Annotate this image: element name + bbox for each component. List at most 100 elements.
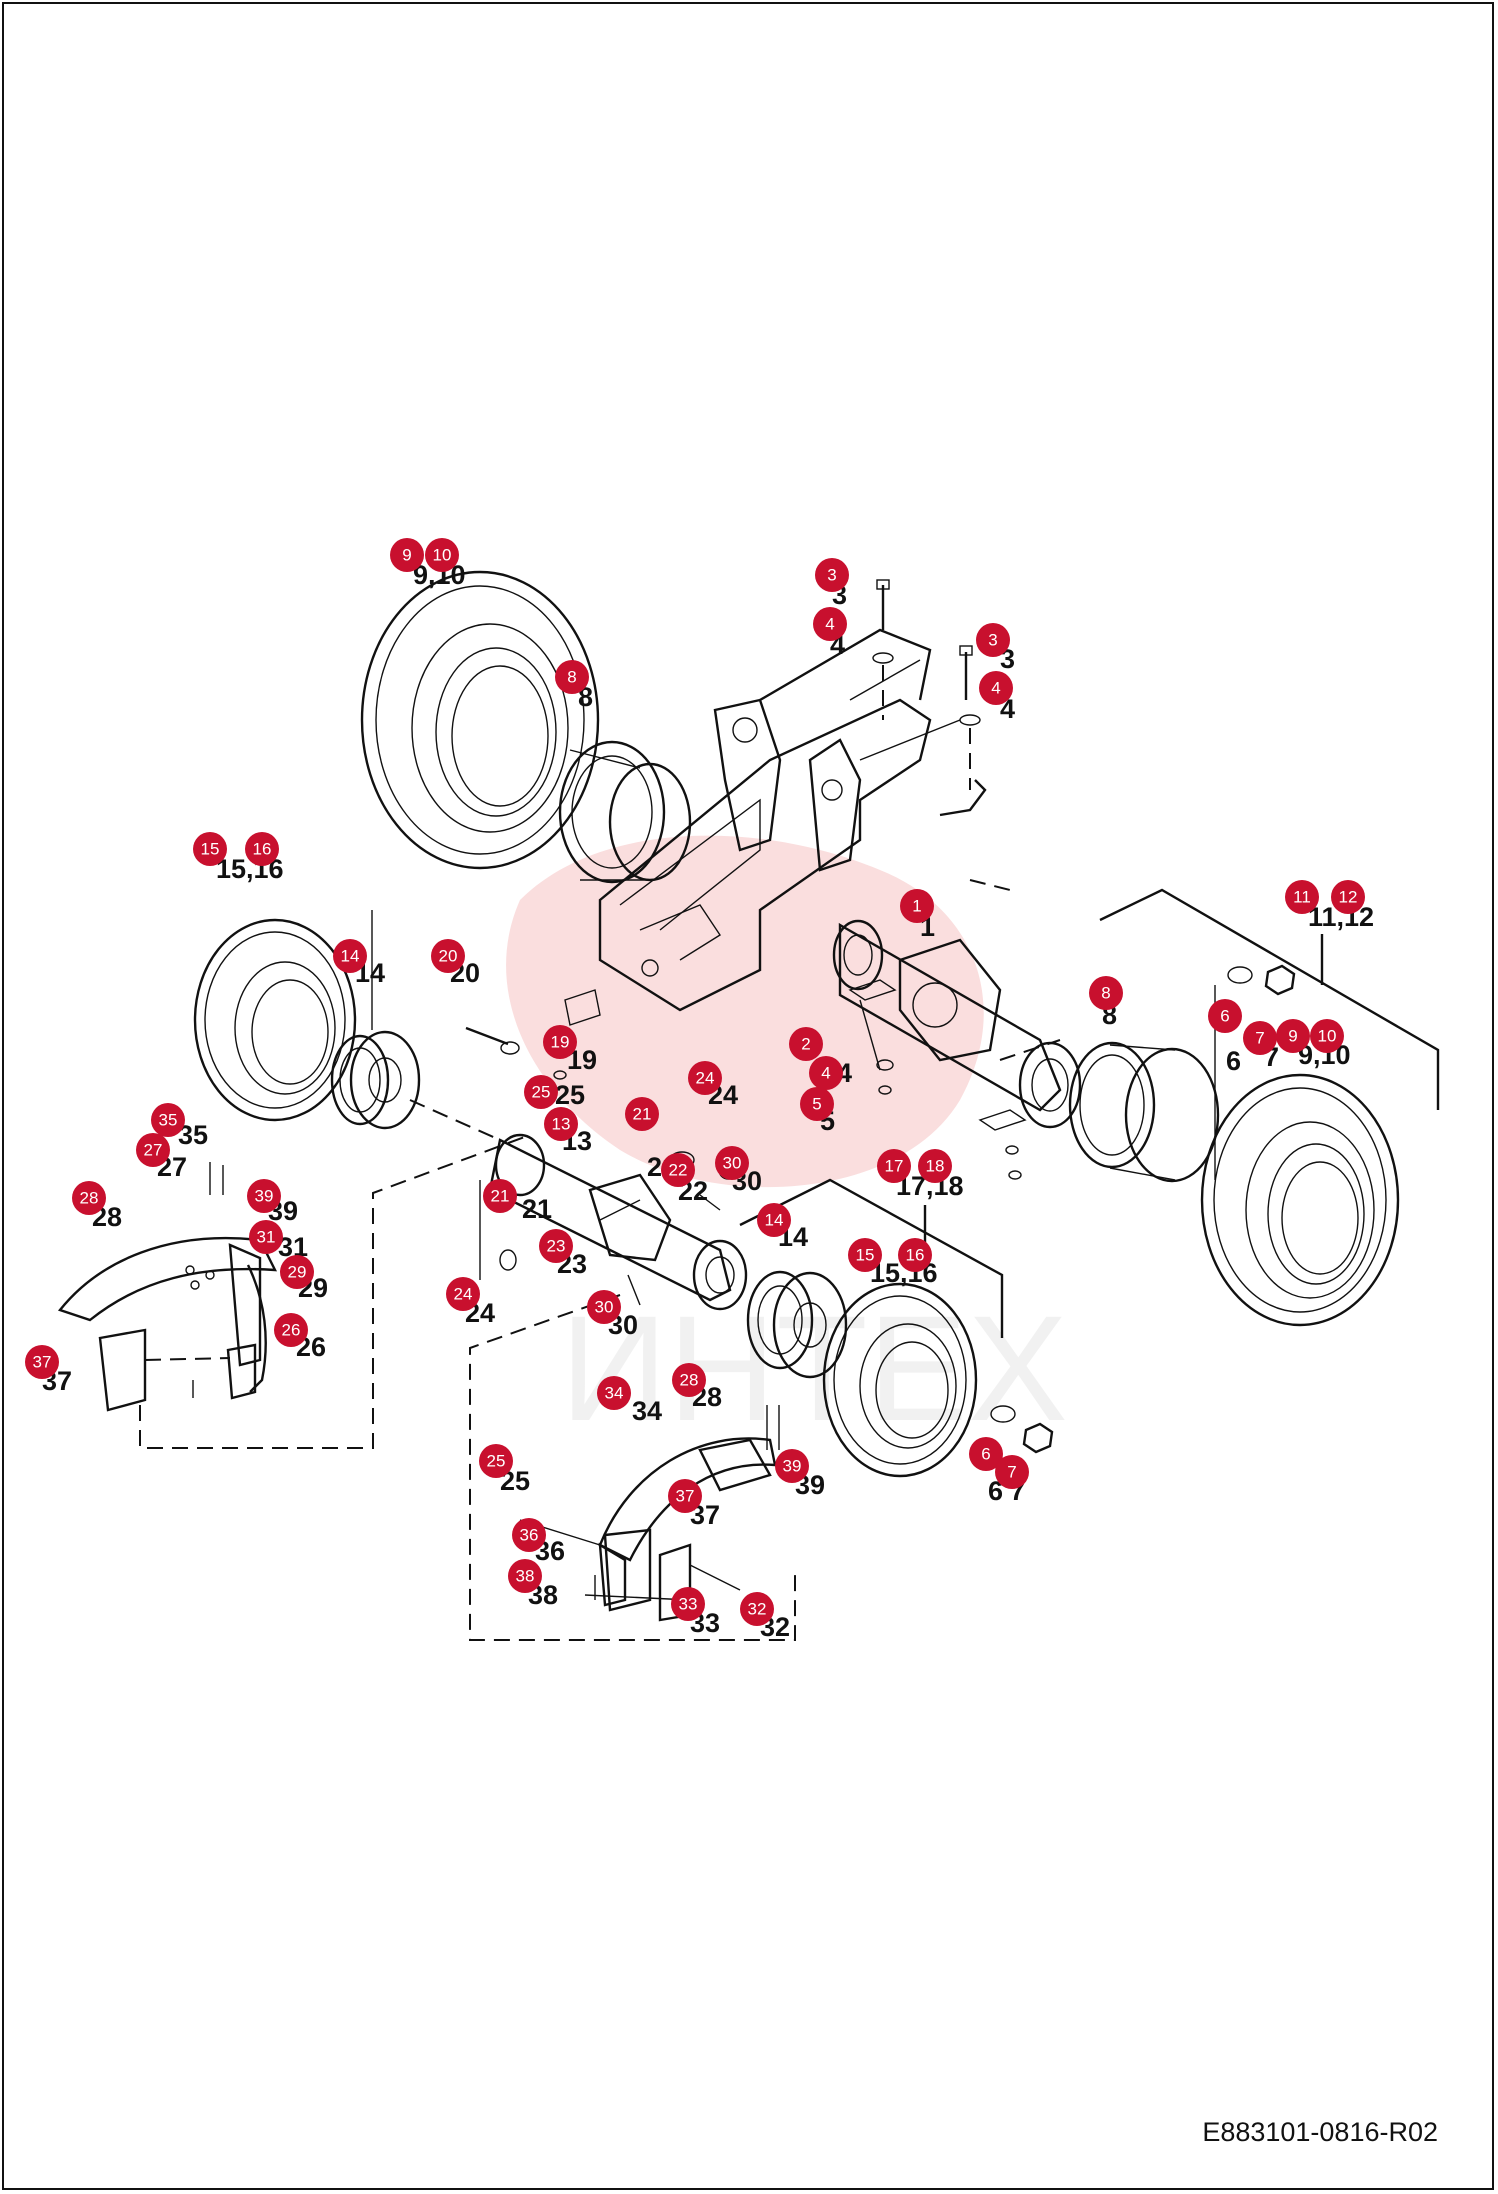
callout-marker: 24 [688,1061,722,1095]
callout-marker: 25 [524,1075,558,1109]
callout-marker: 16 [245,832,279,866]
svg-text:4: 4 [821,1064,830,1083]
callout-marker: 10 [425,538,459,572]
svg-text:27: 27 [144,1141,163,1160]
callout-marker: 23 [539,1229,573,1263]
bolt-top-right [959,645,1011,891]
callout-marker: 36 [512,1518,546,1552]
svg-text:26: 26 [282,1321,301,1340]
tire-center [822,1282,978,1478]
callout-marker: 30 [587,1290,621,1324]
callout-marker: 28 [72,1181,106,1215]
callout-marker: 21 [483,1179,517,1213]
svg-text:10: 10 [1318,1027,1337,1046]
tire-left [193,918,357,1122]
drive-axle [832,919,1082,1129]
svg-text:4: 4 [991,679,1000,698]
callout-marker: 9 [1276,1019,1310,1053]
callout-marker: 15 [848,1238,882,1272]
bracket-center [739,1178,1004,1338]
svg-text:12: 12 [1339,888,1358,907]
callout-marker: 27 [136,1133,170,1167]
svg-text:14: 14 [765,1211,784,1230]
callout-marker: 13 [544,1107,578,1141]
callout-marker: 4 [809,1056,843,1090]
part-label: 21 [522,1194,552,1224]
svg-text:37: 37 [33,1353,52,1372]
callout-marker: 6 [969,1437,1003,1471]
tire-right [1200,1073,1400,1327]
fender-center [469,1294,796,1641]
part-label: 34 [632,1396,662,1426]
callout-marker: 15 [193,832,227,866]
svg-text:22: 22 [669,1161,688,1180]
svg-text:28: 28 [80,1189,99,1208]
svg-text:25: 25 [532,1083,551,1102]
callout-marker: 29 [280,1255,314,1289]
rim-center [746,1270,848,1379]
svg-text:15: 15 [201,840,220,859]
svg-text:39: 39 [255,1187,274,1206]
svg-text:30: 30 [595,1298,614,1317]
callout-marker: 31 [249,1220,283,1254]
svg-text:6: 6 [981,1445,990,1464]
callout-marker: 37 [668,1479,702,1513]
drawing-code: E883101-0816-R02 [1202,2117,1438,2147]
svg-text:20: 20 [439,947,458,966]
svg-text:37: 37 [676,1487,695,1506]
svg-text:29: 29 [288,1263,307,1282]
callout-marker: 34 [597,1376,631,1410]
callout-marker: 25 [479,1444,513,1478]
callout-marker: 6 [1208,999,1242,1033]
callout-marker: 20 [431,939,465,973]
svg-text:18: 18 [926,1157,945,1176]
watermark: ИНТЕХ [506,835,1068,1452]
callout-marker: 28 [672,1363,706,1397]
part-labels: 9,10 3 4 3 4 8 15,16 14 20 11,12 19 25 1… [42,560,1374,1642]
rim-upper-left [558,740,692,884]
callout-marker: 38 [508,1559,542,1593]
svg-text:6: 6 [1220,1007,1229,1026]
svg-text:1: 1 [912,897,921,916]
tire-upper-left [360,570,600,870]
svg-text:7: 7 [1255,1029,1264,1048]
callout-marker: 7 [995,1455,1029,1489]
chassis-frame [598,628,987,1012]
svg-text:ИНТЕХ: ИНТЕХ [560,1284,1068,1452]
svg-text:39: 39 [783,1457,802,1476]
svg-text:21: 21 [491,1187,510,1206]
callout-marker: 30 [715,1146,749,1180]
callout-marker: 7 [1243,1021,1277,1055]
callout-marker: 24 [446,1277,480,1311]
svg-text:3: 3 [988,631,997,650]
svg-text:13: 13 [552,1115,571,1134]
svg-text:2: 2 [801,1035,810,1054]
callout-marker: 37 [25,1345,59,1379]
callout-marker: 8 [1089,976,1123,1010]
callout-marker: 8 [555,660,589,694]
callout-marker: 12 [1331,880,1365,914]
svg-text:7: 7 [1007,1463,1016,1482]
callout-marker: 19 [543,1025,577,1059]
svg-text:3: 3 [827,566,836,585]
hub-nut-center [990,1405,1054,1454]
mount-pads [848,979,1027,1180]
svg-text:25: 25 [487,1452,506,1471]
callout-marker: 35 [151,1103,185,1137]
svg-text:10: 10 [433,546,452,565]
svg-text:32: 32 [748,1600,767,1619]
callout-marker: 3 [976,623,1010,657]
callout-marker: 16 [898,1238,932,1272]
bolt-top-left [872,579,894,720]
callout-marker: 33 [671,1587,705,1621]
part-label: 25 [555,1080,585,1110]
svg-text:23: 23 [547,1237,566,1256]
part-label: 6 [988,1476,1003,1506]
svg-text:35: 35 [159,1111,178,1130]
svg-text:14: 14 [341,947,360,966]
svg-text:8: 8 [1101,984,1110,1003]
svg-text:36: 36 [520,1526,539,1545]
svg-text:15: 15 [856,1246,875,1265]
